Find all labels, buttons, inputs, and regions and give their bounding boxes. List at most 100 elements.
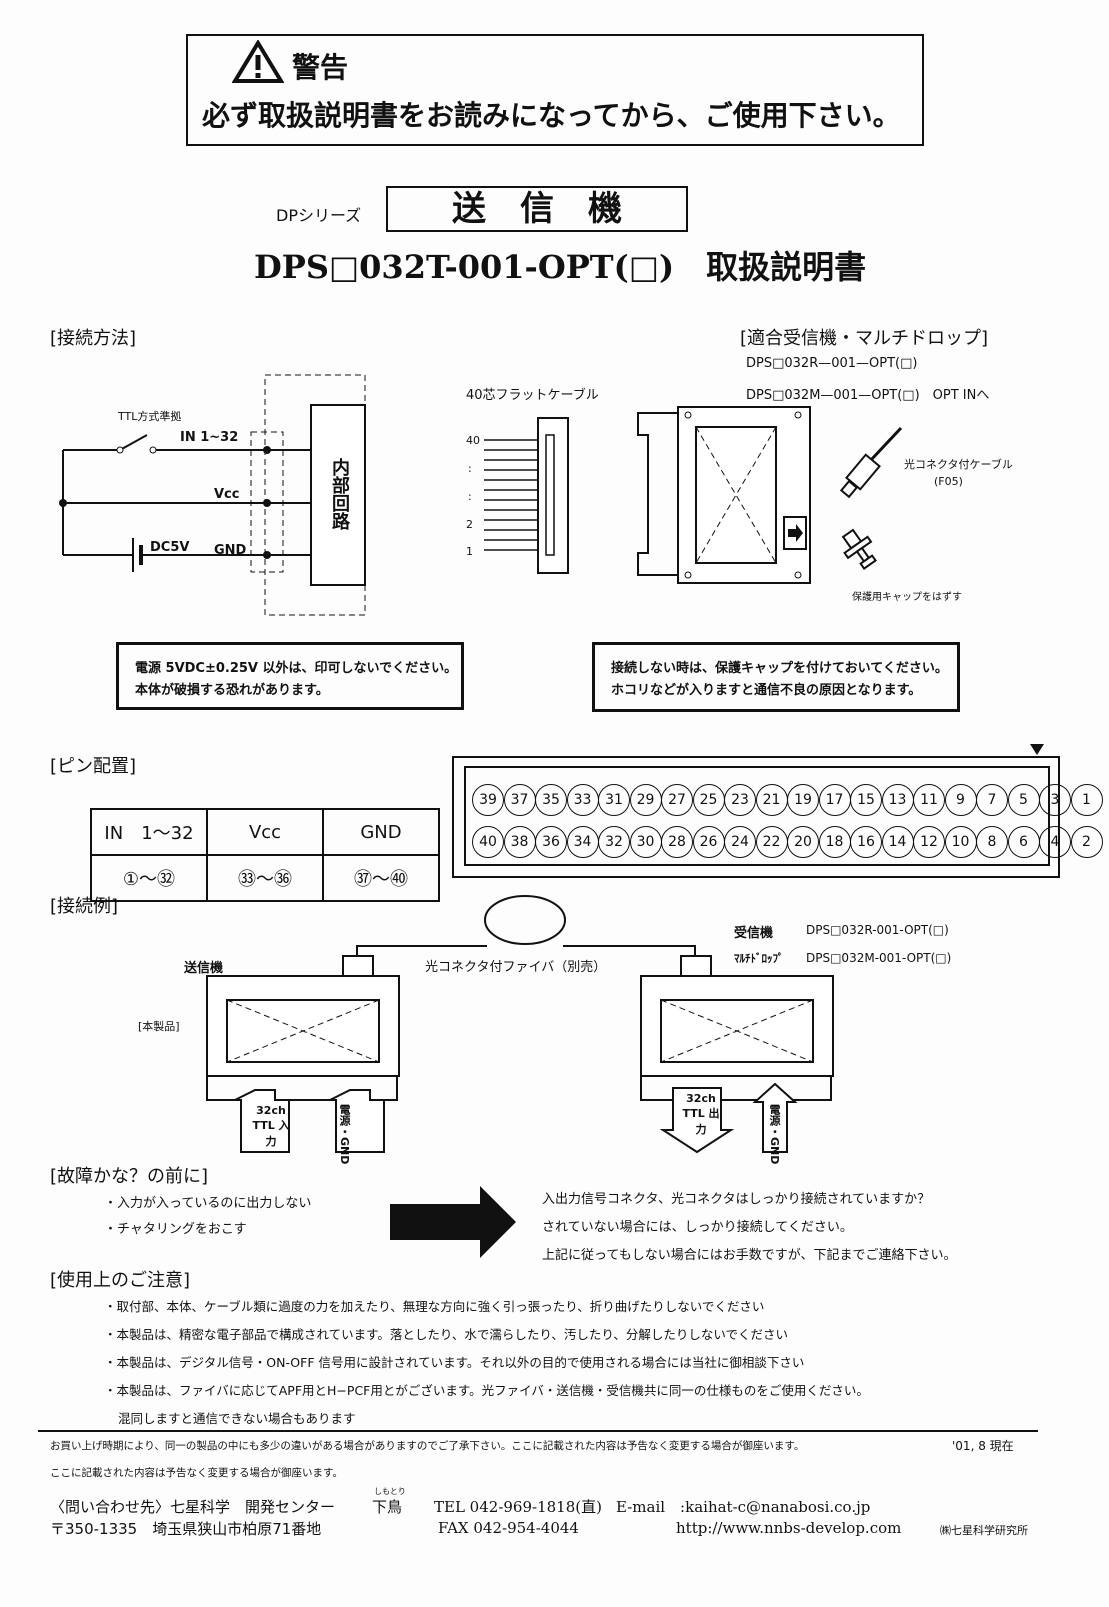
connector-pin: 33 — [566, 784, 599, 816]
connector-pin: 8 — [976, 826, 1008, 858]
pin-header-gnd: GND — [322, 808, 440, 856]
internal-circuit-label: 内部回路 — [329, 458, 350, 530]
pin-range-gnd: ㊲～㊵ — [322, 854, 440, 902]
receiver-label: 受信機 — [734, 926, 774, 941]
flat-cable-connector — [484, 417, 569, 574]
connector-pin: 18 — [818, 826, 851, 858]
contact-fax: FAX 042-954-4044 — [438, 1519, 579, 1537]
optical-cable-label: 光コネクタ付ケーブル — [904, 458, 1013, 471]
gnd-label: GND — [214, 543, 247, 558]
connector-pin: 31 — [598, 784, 630, 816]
connector-pin: 40 — [472, 826, 504, 858]
receiver-model-label: DPS□032R-001-OPT(□) — [806, 923, 949, 937]
power-warning-note: 電源 5VDC±0.25V 以外は、印可しないでください。 本体が破損する恐れが… — [116, 642, 464, 710]
pin-range-in: ①～㉜ — [90, 854, 208, 902]
pin-label-40: 40 — [466, 434, 480, 447]
multidrop-model-label: DPS□032M-001-OPT(□) — [806, 951, 952, 965]
contact-person-ruby: しもとり — [374, 1487, 406, 1496]
fiber-label: 光コネクタ付ファイバ（別売） — [425, 960, 607, 975]
vcc-label: Vcc — [214, 487, 240, 502]
connector-pin: 14 — [881, 826, 914, 858]
connector-pin: 3 — [1039, 784, 1071, 816]
receivers-heading: [適合受信機・マルチドロップ] — [740, 328, 989, 349]
contact-tel: TEL 042-969-1818(直) — [434, 1498, 602, 1516]
connector-pin: 39 — [472, 784, 504, 816]
answer-line: されていない場合には、しっかり接続してください。 — [542, 1220, 853, 1235]
output-arrow-label: 32ch TTL 出力 — [682, 1092, 720, 1136]
product-label: [本製品] — [138, 1020, 180, 1033]
power-arrow-label: 電源・GND — [768, 1104, 781, 1165]
trouble-heading: [故障かな？の前に] — [50, 1166, 209, 1187]
caution-item: 混同しますと通信できない場合もあります — [118, 1411, 356, 1426]
connector-pin: 12 — [913, 826, 945, 858]
footer-notice: ここに記載された内容は予告なく変更する場合が御座います。 — [50, 1467, 343, 1479]
connector-pin: 6 — [1007, 826, 1040, 858]
footer-date: '01, 8 現在 — [952, 1439, 1014, 1453]
pin-label-2: 2 — [466, 518, 473, 531]
in-label: IN 1~32 — [180, 430, 239, 445]
connector-pin: 35 — [535, 784, 567, 816]
connector-pin: 26 — [692, 826, 725, 858]
connector-pin: 30 — [629, 826, 662, 858]
contact-heading: 〈問い合わせ先〉七星科学 開発センター — [50, 1498, 336, 1516]
power-note-line: 電源 5VDC±0.25V 以外は、印可しないでください。 — [135, 661, 458, 676]
answer-line: 上記に従ってもしない場合にはお手数ですが、下記までご連絡下さい。 — [542, 1248, 957, 1263]
cap-note-line: 接続しない時は、保護キャップを付けておいてください。 — [611, 661, 948, 676]
connector-pin: 32 — [598, 826, 630, 858]
footer-divider — [38, 1430, 1038, 1432]
warning-message: 必ず取扱説明書をお読みになってから、ご使用下さい。 — [202, 99, 901, 132]
footer-notice: お買い上げ時期により、同一の製品の中にも多少の違いがある場合がありますのでご了承… — [50, 1440, 805, 1452]
wiring-diagram — [59, 374, 366, 616]
connector-pin: 2 — [1070, 826, 1103, 858]
connector-pin: 34 — [566, 826, 599, 858]
warning-box: 警告 必ず取扱説明書をお読みになってから、ご使用下さい。 — [186, 34, 924, 146]
warning-triangle-icon — [232, 40, 284, 83]
caution-item: ・本製品は、精密な電子部品で構成されています。落としたり、水で濡らしたり、汚した… — [104, 1327, 789, 1342]
connector-pin: 25 — [692, 784, 725, 816]
series-label: DPシリーズ — [276, 206, 362, 225]
connection-heading: [接続方法] — [50, 328, 137, 349]
device-type-box: 送 信 機 — [386, 186, 688, 232]
connector-pin: 29 — [629, 784, 662, 816]
warning-title: 警告 — [292, 51, 349, 84]
multidrop-label: ﾏﾙﾁﾄﾞﾛｯﾌﾟ — [734, 952, 784, 965]
dc5v-label: DC5V — [150, 540, 190, 555]
connector-pin: 37 — [503, 784, 536, 816]
contact-url[interactable]: http://www.nnbs-develop.com — [676, 1519, 902, 1537]
answer-line: 入出力信号コネクタ、光コネクタはしっかり接続されていますか？ — [542, 1192, 931, 1207]
pin-label-1: 1 — [466, 545, 473, 558]
power-note-line: 本体が破損する恐れがあります。 — [135, 683, 329, 698]
caution-item: ・取付部、本体、ケーブル類に過度の力を加えたり、無理な方向に強く引っ張ったり、折… — [104, 1299, 765, 1314]
right-arrow-icon — [390, 1186, 516, 1258]
connector-pin: 21 — [755, 784, 788, 816]
pinout-heading: [ピン配置] — [50, 756, 137, 777]
caution-item: ・本製品は、ファイバに応じてAPF用とH−PCF用とがございます。光ファイバ・送… — [104, 1383, 869, 1398]
connector-pin: 24 — [724, 826, 756, 858]
optical-cable-code: (F05) — [934, 475, 963, 488]
cap-note-line: ホコリなどが入りますと通信不良の原因となります。 — [611, 683, 922, 698]
caution-item: ・本製品は、デジタル信号・ON-OFF 信号用に設計されています。それ以外の目的… — [104, 1355, 805, 1370]
connector-pin: 10 — [944, 826, 977, 858]
input-arrow-label: 32ch TTL 入力 — [252, 1104, 290, 1148]
connector-pin: 15 — [850, 784, 882, 816]
connector-pin: 5 — [1007, 784, 1040, 816]
pin-range-vcc: ㉝～㊱ — [206, 854, 324, 902]
connector-pin: 1 — [1070, 784, 1103, 816]
pin-header-vcc: Vcc — [206, 808, 324, 856]
connector-inner — [464, 766, 1050, 866]
contact-address: 〒350-1335 埼玉県狭山市柏原71番地 — [50, 1520, 322, 1538]
connector-pin: 9 — [944, 784, 977, 816]
connection-example-diagram — [206, 895, 834, 1154]
connector-pin: 38 — [503, 826, 536, 858]
connector-pin: 7 — [976, 784, 1008, 816]
pin-label-dots: : — [468, 490, 472, 503]
ttl-label: TTL方式準拠 — [118, 410, 182, 423]
contact-email[interactable]: E-mail :kaihat-c@nanabosi.co.jp — [616, 1498, 871, 1516]
optical-cable-icon — [839, 426, 903, 499]
pin-header-in: IN 1～32 — [90, 808, 208, 856]
symptom: ・入力が入っているのに出力しない — [104, 1196, 312, 1211]
